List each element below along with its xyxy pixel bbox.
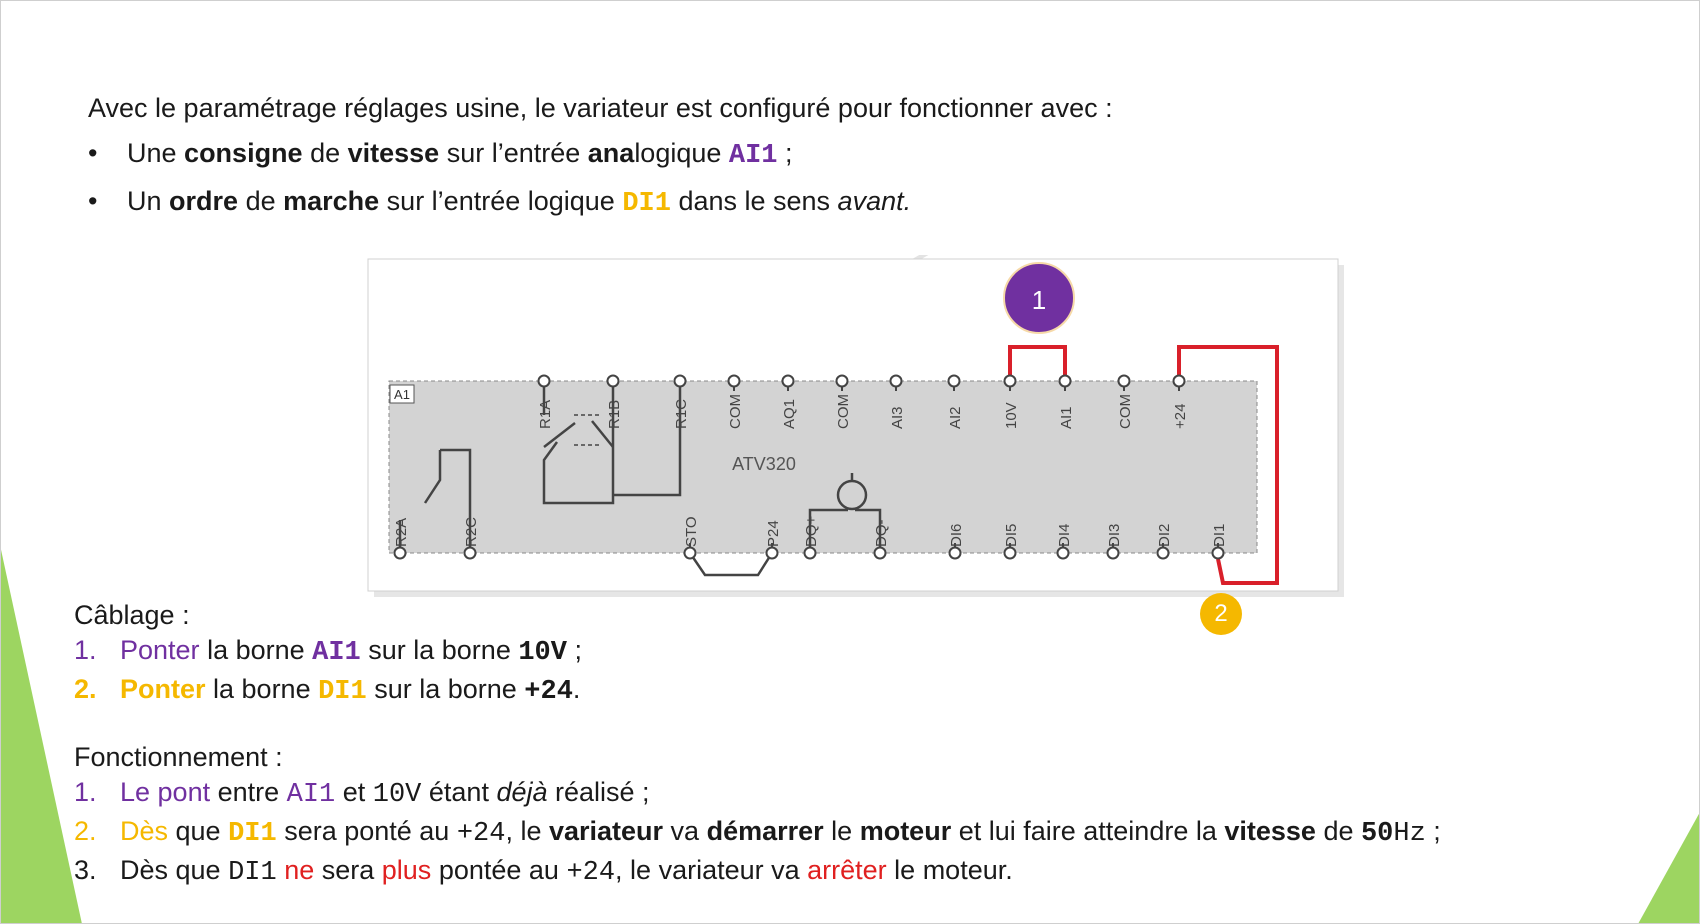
terminal-di4 <box>1056 546 1070 560</box>
terminal-10v <box>1003 374 1017 388</box>
code-di1: DI1 <box>622 189 671 219</box>
terminal-label: DI3 <box>1106 524 1123 547</box>
terminal-label: COM <box>727 394 744 429</box>
terminal-dqplus <box>803 546 817 560</box>
terminal-r1b <box>606 374 620 388</box>
jumper-10v-ai1 <box>1008 345 1067 381</box>
fonctionnement-item-2: 2.Dès que DI1 sera ponté au +24, le vari… <box>74 816 1441 849</box>
fonctionnement-item-3: 3.Dès que DI1 ne sera plus pontée au +24… <box>74 855 1013 888</box>
terminal-label: R1B <box>606 400 623 429</box>
terminal-label: DI4 <box>1056 524 1073 547</box>
terminal-di3 <box>1106 546 1120 560</box>
terminal-label: DI1 <box>1211 524 1228 547</box>
terminal-label: +24 <box>1172 404 1189 429</box>
terminal-ai2 <box>947 374 961 388</box>
cablage-title: Câblage : <box>74 600 190 630</box>
terminal-label: AI3 <box>889 406 906 429</box>
terminal-label: COM <box>1117 394 1134 429</box>
terminal-ai1 <box>1058 374 1072 388</box>
terminal-label: AQ1 <box>781 399 798 429</box>
code-ai1: AI1 <box>728 141 778 171</box>
terminal-dq- <box>873 546 887 560</box>
cablage-item-1: 1.Ponter la borne AI1 sur la borne 10V ; <box>74 635 582 668</box>
terminal-di5 <box>1003 546 1017 560</box>
terminal-p24 <box>765 546 779 560</box>
terminal-label: 10V <box>1003 402 1020 429</box>
terminal-label: DI6 <box>948 524 965 547</box>
terminal-di2 <box>1156 546 1170 560</box>
terminal-label: DQ- <box>873 520 890 548</box>
model-label: ATV320 <box>732 454 796 474</box>
terminal-label: DI2 <box>1156 524 1173 547</box>
intro-text: Avec le paramétrage réglages usine, le v… <box>88 93 1113 123</box>
terminal-label: R1A <box>537 400 554 429</box>
fonctionnement-section: Fonctionnement : 1.Le pont entre AI1 et … <box>74 740 1441 891</box>
terminal-com <box>1117 374 1131 388</box>
terminal-label: AI2 <box>947 406 964 429</box>
terminal-plus24 <box>1172 374 1186 388</box>
bullet-ordre: Un ordre de marche sur l’entrée logique … <box>88 181 911 229</box>
terminal-label: AI1 <box>1058 406 1075 429</box>
terminal-label: DI5 <box>1003 524 1020 547</box>
terminal-label: R2C <box>463 517 480 547</box>
terminal-di1 <box>1211 546 1225 560</box>
cablage-section: Câblage : 1.Ponter la borne AI1 sur la b… <box>74 598 582 710</box>
terminal-com <box>727 374 741 388</box>
terminal-di6 <box>948 546 962 560</box>
cablage-item-2: 2.Ponter la borne DI1 sur la borne +24. <box>74 674 581 707</box>
device-label: A1 <box>394 387 410 402</box>
terminal-label: R1C <box>673 399 690 429</box>
terminal-label: R2A <box>393 518 410 547</box>
marker-1: 1 <box>1003 262 1075 334</box>
terminal-ai3 <box>889 374 903 388</box>
terminal-label: STO <box>683 516 700 547</box>
terminal-r1a <box>537 374 551 388</box>
terminal-com <box>835 374 849 388</box>
terminal-aq1 <box>781 374 795 388</box>
terminal-label: COM <box>835 394 852 429</box>
bullet-consigne: Une consigne de vitesse sur l’entrée ana… <box>88 133 911 181</box>
fonctionnement-title: Fonctionnement : <box>74 742 283 772</box>
bullet-list: Une consigne de vitesse sur l’entrée ana… <box>88 133 911 229</box>
terminal-r2c <box>463 546 477 560</box>
marker-2: 2 <box>1200 593 1242 635</box>
wiring-diagram: AEI FORMATION EST A1 ATV320 R1AR1BR1CCOM… <box>367 255 1344 597</box>
fonctionnement-item-1: 1.Le pont entre AI1 et 10V étant déjà ré… <box>74 777 650 810</box>
terminal-label: P24 <box>765 520 782 547</box>
terminal-r1c <box>673 374 687 388</box>
terminal-label: DQ+ <box>803 516 820 548</box>
terminal-sto <box>683 546 697 560</box>
terminal-r2a <box>393 546 407 560</box>
jumper-plus24-di1 <box>1177 345 1279 585</box>
